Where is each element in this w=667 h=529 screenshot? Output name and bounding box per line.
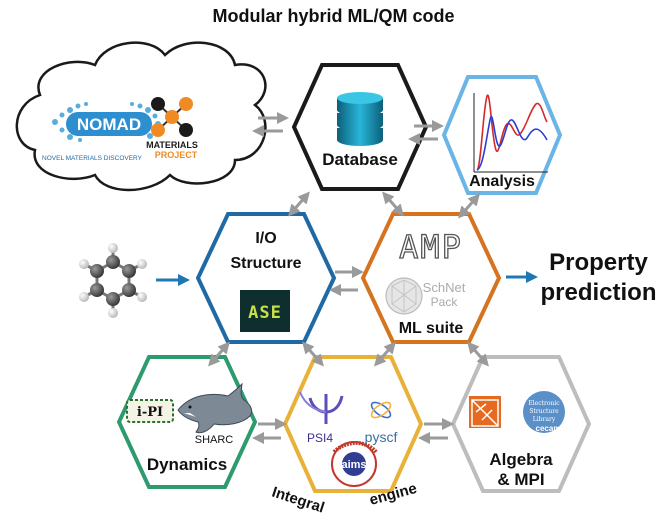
benzene-molecule-icon <box>79 243 147 318</box>
analysis-label: Analysis <box>469 173 535 190</box>
arrow-database-io <box>288 191 310 217</box>
svg-text:i-PI: i-PI <box>137 405 163 420</box>
dynamics-label: Dynamics <box>146 455 228 474</box>
arrow-analysis-ml <box>458 193 480 219</box>
svg-text:SHARC: SHARC <box>195 434 234 446</box>
pyscf-logo: pyscf <box>365 401 398 445</box>
svg-text:MATERIALS: MATERIALS <box>146 140 198 150</box>
nomad-logo: NOMAD NOVEL MATERIALS DISCOVERY <box>42 102 161 162</box>
svg-text:PROJECT: PROJECT <box>155 150 198 160</box>
analysis-plot-icon <box>473 93 548 173</box>
database-label: Database <box>322 150 398 169</box>
arrow-io-dynamics <box>208 341 230 367</box>
arrow-ml-integral <box>374 341 396 367</box>
esl-logo: Electronic Structure Library cecam <box>523 391 565 433</box>
algebra-label-line2: & MPI <box>497 470 545 489</box>
algebra-logo <box>469 396 501 428</box>
diagram-title: Modular hybrid ML/QM code <box>212 6 455 26</box>
property-label-line2: prediction <box>540 279 657 306</box>
amp-logo: AMP <box>398 227 463 266</box>
psi4-logo: PSI4 <box>299 391 344 445</box>
svg-text:NOVEL MATERIALS DISCOVERY: NOVEL MATERIALS DISCOVERY <box>42 155 143 162</box>
ipi-logo: i-PI <box>126 399 174 423</box>
database-icon <box>337 92 383 146</box>
svg-text:Electronic: Electronic <box>528 400 560 407</box>
svg-text:NOMAD: NOMAD <box>77 115 141 134</box>
svg-text:AMP: AMP <box>399 228 463 266</box>
schnetpack-logo: SchNet Pack <box>385 277 466 315</box>
property-label-line1: Property <box>549 249 648 276</box>
property-prediction-label: Property prediction <box>530 248 667 308</box>
materials-project-logo: MATERIALS PROJECT <box>146 97 198 160</box>
ase-logo: ASE <box>240 290 290 332</box>
svg-text:Library: Library <box>533 416 556 423</box>
svg-text:PSI4: PSI4 <box>307 431 333 445</box>
svg-text:cecam: cecam <box>536 424 561 433</box>
arrow-ml-algebra <box>467 341 489 367</box>
io-label-line1: I/O <box>255 230 277 247</box>
sharc-logo: SHARC <box>177 382 253 446</box>
arrow-database-ml <box>382 191 404 217</box>
svg-text:pyscf: pyscf <box>365 429 398 445</box>
svg-text:ASE: ASE <box>248 303 282 323</box>
aims-logo: aims <box>331 441 378 487</box>
algebra-label-line1: Algebra <box>489 450 553 469</box>
svg-text:SchNet: SchNet <box>423 280 466 295</box>
ml-label: ML suite <box>398 320 464 337</box>
svg-text:Structure: Structure <box>529 408 559 415</box>
arrow-io-integral <box>302 341 324 367</box>
io-label-line2: Structure <box>230 255 302 272</box>
svg-text:Pack: Pack <box>431 295 459 309</box>
svg-text:aims: aims <box>341 459 366 471</box>
connector-arrows <box>208 112 489 444</box>
